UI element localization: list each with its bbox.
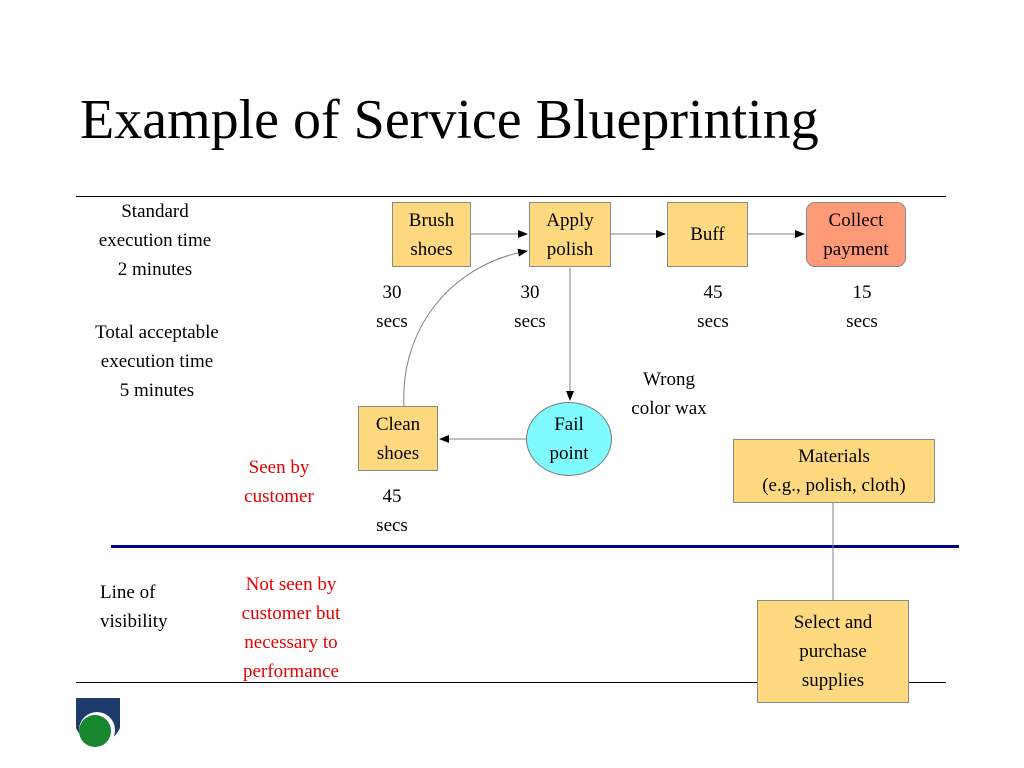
line-of-visibility (111, 545, 959, 548)
fail-point: Fail point (526, 402, 612, 476)
step-clean-shoes: Clean shoes (358, 406, 438, 471)
materials-box: Materials (e.g., polish, cloth) (733, 439, 935, 503)
time-clean: 45 secs (376, 486, 408, 536)
step-buff: Buff (667, 202, 748, 267)
standard-time-note: Standard execution time 2 minutes (98, 201, 212, 280)
time-brush: 30 secs (376, 282, 408, 332)
fail-note: Wrong color wax (631, 369, 707, 419)
step-apply-polish: Apply polish (529, 202, 611, 267)
company-logo-icon (76, 698, 120, 748)
step-collect-payment: Collect payment (806, 202, 906, 267)
total-time-note: Total acceptable execution time 5 minute… (95, 322, 219, 401)
top-rule (76, 196, 946, 197)
not-seen-by-customer-label: Not seen by customer but necessary to pe… (241, 574, 341, 682)
visibility-label: Line of visibility (100, 582, 168, 632)
time-buff: 45 secs (697, 282, 729, 332)
seen-by-customer-label: Seen by customer (244, 457, 314, 507)
bottom-rule (76, 682, 946, 683)
select-purchase-supplies-box: Select and purchase supplies (757, 600, 909, 703)
arrow-clean-to-apply (403, 248, 528, 407)
step-brush-shoes: Brush shoes (392, 202, 471, 267)
page-title: Example of Service Blueprinting (80, 89, 819, 151)
time-collect: 15 secs (846, 282, 878, 332)
time-apply: 30 secs (514, 282, 546, 332)
